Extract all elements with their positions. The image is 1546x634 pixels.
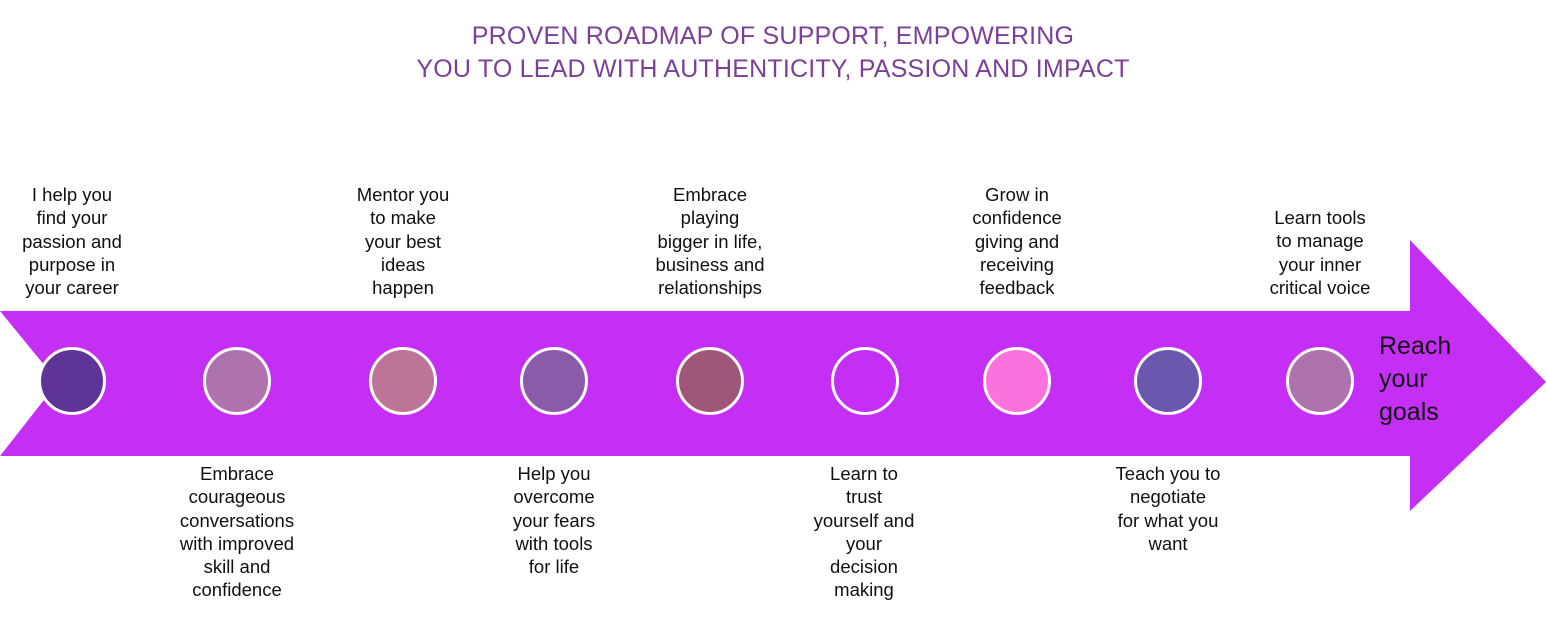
milestone-label-5: Embrace playing bigger in life, business… [655,184,765,299]
milestone-label-9: Learn tools to manage your inner critica… [1269,207,1371,298]
milestone-label-6: Learn to trust yourself and your decisio… [813,463,915,601]
milestone-circle-9[interactable] [1286,347,1354,415]
milestone-label-3: Mentor you to make your best ideas happe… [356,184,450,299]
milestone-circle-6[interactable] [831,347,899,415]
milestone-circle-4[interactable] [520,347,588,415]
milestone-label-8: Teach you to negotiate for what you want [1115,463,1221,554]
milestone-circle-8[interactable] [1134,347,1202,415]
page-title: PROVEN ROADMAP OF SUPPORT, EMPOWERING YO… [416,22,1130,83]
milestone-circle-7[interactable] [983,347,1051,415]
milestone-label-2: Embrace courageous conversations with im… [179,463,295,601]
arrow-end-label: Reach your goals [1379,332,1452,426]
milestone-label-7: Grow in confidence giving and receiving … [972,184,1062,299]
milestone-circle-5[interactable] [676,347,744,415]
milestone-circle-2[interactable] [203,347,271,415]
milestone-label-1: I help you find your passion and purpose… [22,184,122,299]
milestone-label-4: Help you overcome your fears with tools … [512,463,596,578]
milestone-circle-3[interactable] [369,347,437,415]
milestone-circle-1[interactable] [38,347,106,415]
